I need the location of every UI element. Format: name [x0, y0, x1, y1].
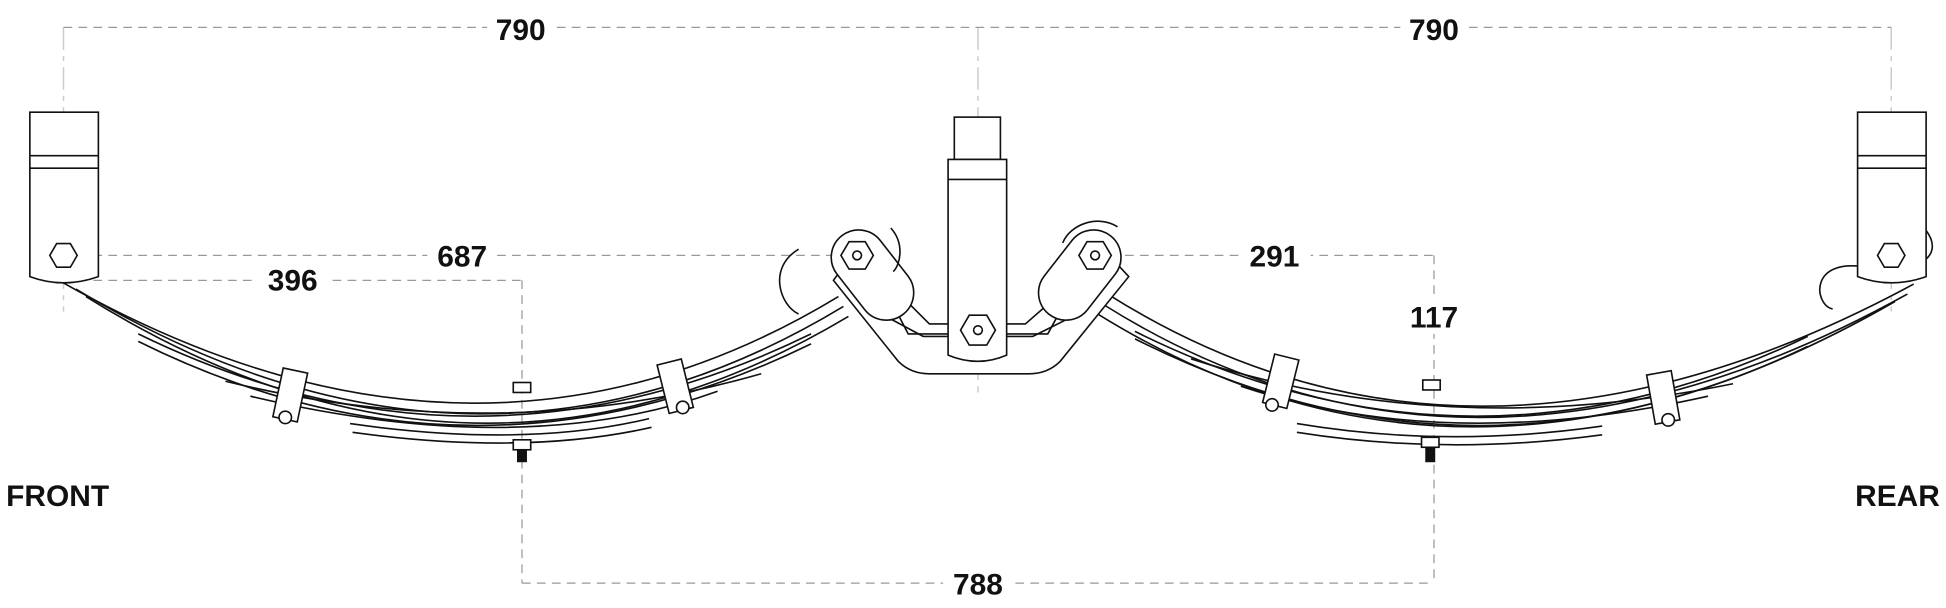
dim-rear-half-span: 790	[1409, 14, 1459, 47]
spring-clamps	[271, 353, 1681, 427]
rear-label: REAR	[1855, 480, 1940, 513]
rear-leaf-spring	[1097, 230, 1933, 446]
dim-hanger-to-axle: 396	[268, 264, 318, 297]
hex-bolt-icon	[48, 242, 79, 269]
front-hanger	[29, 111, 100, 284]
front-axle-ubolt	[512, 381, 532, 463]
dim-hanger-to-rocker: 687	[437, 241, 487, 274]
dim-front-half-span: 790	[496, 14, 546, 47]
front-leaf-spring	[60, 248, 849, 444]
dim-axle-drop: 117	[1410, 302, 1458, 335]
front-label: FRONT	[6, 480, 109, 513]
dim-axle-spacing: 788	[953, 568, 1003, 601]
dim-rocker-to-axle: 291	[1250, 241, 1300, 274]
center-equalizer	[830, 116, 1130, 375]
hex-bolt-icon	[1876, 242, 1906, 269]
rear-hanger	[1856, 111, 1927, 284]
rear-axle-ubolt	[1420, 379, 1442, 463]
